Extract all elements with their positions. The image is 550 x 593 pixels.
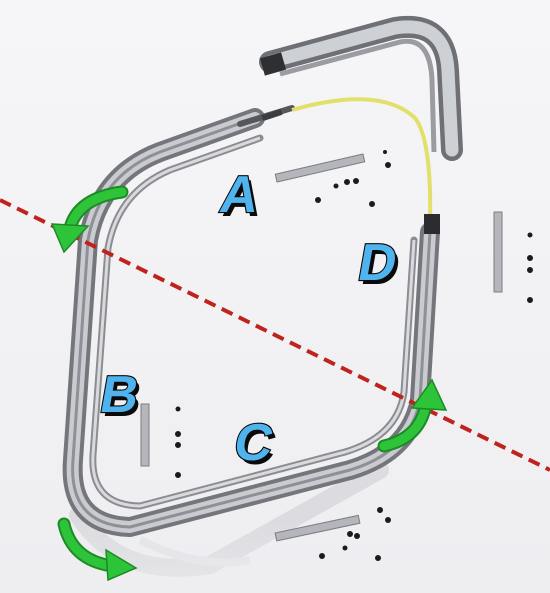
rotation-arrow-top-left xyxy=(50,185,129,254)
bolts-c xyxy=(319,507,391,561)
mounting-plate-d xyxy=(493,211,503,293)
rotation-arrow-right xyxy=(377,378,448,453)
bolts-d xyxy=(527,232,533,303)
rail-end-connector xyxy=(237,105,295,127)
bolts-a xyxy=(315,150,391,207)
inner-rail xyxy=(89,134,418,510)
bolts-b xyxy=(175,406,181,478)
rotation-axis-line xyxy=(0,198,550,472)
yellow-cable xyxy=(291,97,433,226)
mounting-plate-b xyxy=(140,403,150,467)
detached-curved-rail xyxy=(259,15,463,161)
mounting-plate-c xyxy=(274,514,361,542)
rotation-arrow-bottom-left xyxy=(57,517,138,582)
rail-joint xyxy=(424,214,440,234)
label-a: A A xyxy=(215,165,267,228)
mounting-plate-a xyxy=(274,153,366,183)
